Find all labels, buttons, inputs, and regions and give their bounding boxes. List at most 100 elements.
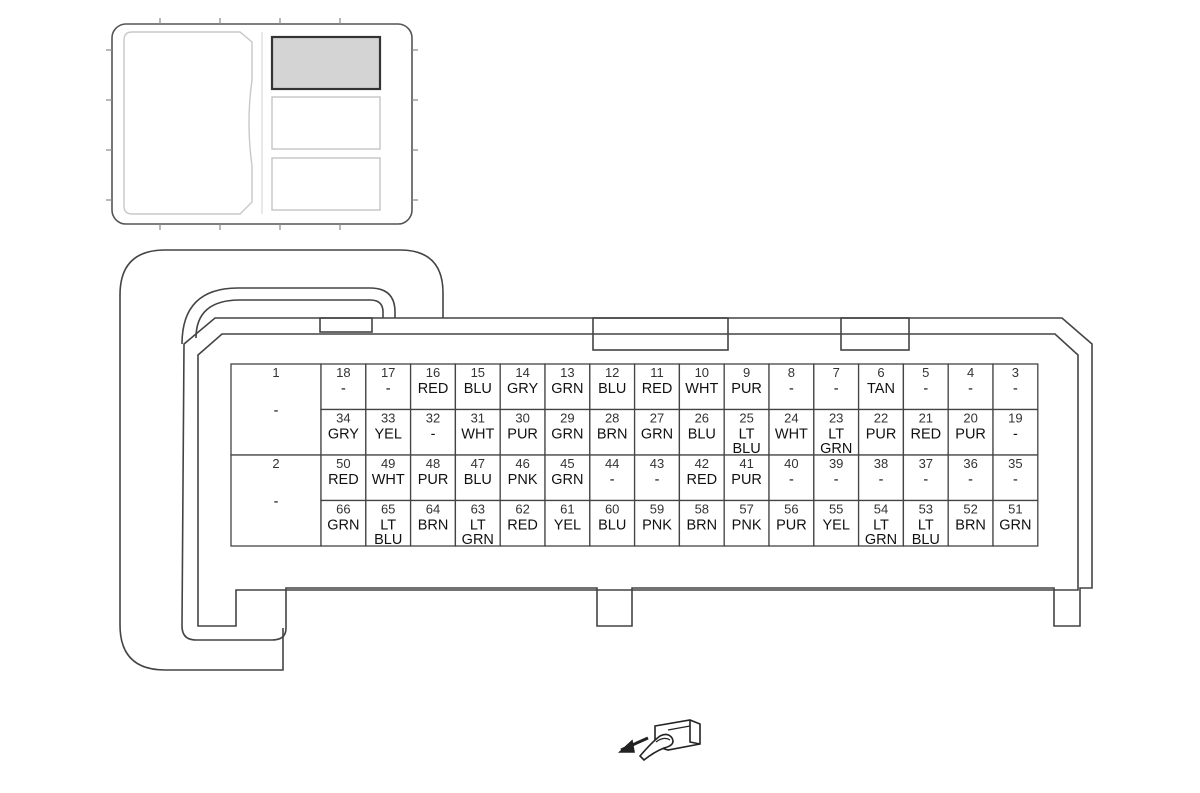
pin-cell-box: [230, 363, 322, 456]
wire-color: GRN: [865, 532, 897, 548]
pin-cell-box: [857, 454, 905, 502]
pin-cell-box: [992, 408, 1039, 456]
pin-number: 66: [336, 502, 350, 517]
pin-number: 21: [919, 411, 933, 426]
wire-color: LT: [739, 427, 755, 443]
pin-number: 20: [963, 411, 977, 426]
pin-number: 43: [650, 456, 664, 471]
pin-number: 60: [605, 502, 619, 517]
wire-color: PUR: [731, 381, 762, 397]
pin-number: 33: [381, 411, 395, 426]
pin-number: 51: [1008, 502, 1022, 517]
wire-color: YEL: [374, 427, 401, 443]
pin-cell-box: [723, 499, 770, 547]
pin-cell-box: [768, 454, 815, 502]
pin-number: 18: [336, 365, 350, 380]
pin-number: 61: [560, 502, 574, 517]
pin-number: 42: [695, 456, 709, 471]
pin-number: 37: [919, 456, 933, 471]
pin-cell-box: [678, 454, 725, 502]
wire-color: YEL: [554, 518, 581, 534]
wire-color: BRN: [597, 427, 628, 443]
wire-color: PUR: [418, 472, 449, 488]
pin-cell-5: 5-: [902, 363, 949, 411]
pin-number: 49: [381, 456, 395, 471]
wire-color: RED: [507, 518, 538, 534]
pin-cell-box: [544, 363, 591, 411]
terminal-probe-icon: [617, 719, 701, 762]
wire-color: BLU: [598, 381, 626, 397]
wire-color: WHT: [461, 427, 494, 443]
wire-color: -: [610, 472, 615, 488]
wire-color: BLU: [464, 381, 492, 397]
pin-cell-box: [813, 499, 860, 547]
pin-number: 11: [650, 365, 664, 380]
pin-cell-box: [454, 499, 501, 547]
pin-number: 27: [650, 411, 664, 426]
wire-color: PNK: [508, 472, 538, 488]
pin-cell-box: [813, 454, 860, 502]
pin-cell-3: 3-: [992, 363, 1039, 411]
highlighted-connector-slot: [270, 35, 382, 91]
wire-color: LT: [918, 518, 934, 534]
wire-color: -: [1013, 472, 1018, 488]
pin-number: 28: [605, 411, 619, 426]
pin-cell-box: [678, 363, 725, 411]
pin-cell-39: 39-: [813, 454, 860, 502]
wire-color: -: [655, 472, 660, 488]
pin-number: 63: [471, 502, 485, 517]
wire-color: -: [1013, 427, 1018, 443]
wire-color: BLU: [732, 441, 760, 457]
wire-color: BLU: [688, 427, 716, 443]
pin-number: 19: [1008, 411, 1022, 426]
pin-number: 4: [967, 365, 974, 380]
wire-color: LT: [828, 427, 844, 443]
pin-cell-43: 43-: [633, 454, 681, 502]
pin-number: 2: [272, 456, 279, 471]
pin-number: 44: [605, 456, 619, 471]
wire-color: RED: [910, 427, 941, 443]
pin-number: 41: [739, 456, 753, 471]
wire-color: GRN: [551, 381, 583, 397]
pin-cell-box: [544, 408, 591, 456]
wire-color: GRN: [820, 441, 852, 457]
pin-number: 47: [471, 456, 485, 471]
pin-cell-box: [409, 363, 457, 411]
pin-number: 10: [695, 365, 709, 380]
wire-color: BLU: [912, 532, 940, 548]
pin-cell-box: [589, 454, 636, 502]
wire-color: GRN: [551, 472, 583, 488]
pin-number: 59: [650, 502, 664, 517]
pin-number: 12: [605, 365, 619, 380]
connector-housing: [119, 249, 1093, 671]
wire-color: RED: [642, 381, 673, 397]
pin-cell-box: [589, 363, 636, 411]
module-locator-icon: [106, 18, 418, 230]
wire-color: PNK: [642, 518, 672, 534]
wire-color: -: [386, 381, 391, 397]
